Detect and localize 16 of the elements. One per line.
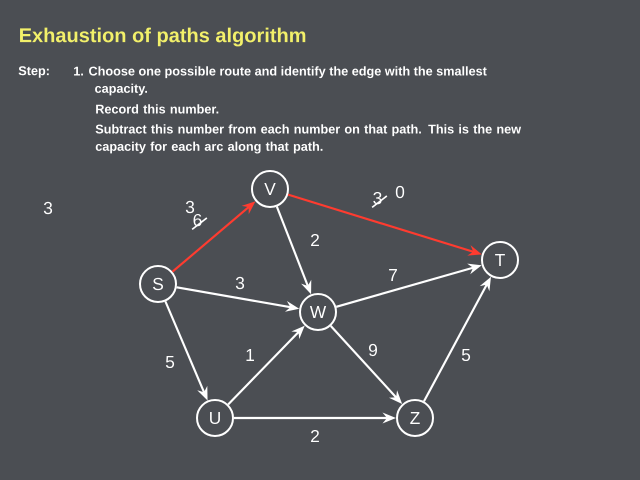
edge-label: 3 xyxy=(234,276,246,290)
number-label: 3 xyxy=(44,202,52,214)
edge-label: 2 xyxy=(308,232,322,248)
instruction-text: 1. Choose one possible route and identify the edge with the smallest capacity. xyxy=(74,66,487,96)
step-label: Step: xyxy=(18,66,49,78)
edge-label: 7 xyxy=(386,268,400,282)
edge-label: 2 xyxy=(308,428,322,444)
edge-label: 9 xyxy=(366,342,380,358)
edge-label: 0 xyxy=(394,184,406,200)
edge-label: 3 xyxy=(184,200,196,214)
edge-label: 5 xyxy=(460,348,472,362)
edge-label: 1 xyxy=(244,348,256,362)
instruction-text: Subtract this number from each number on that path. This is the new capacity for each arc along that path. xyxy=(96,124,522,154)
instruction-text: Record this number. xyxy=(96,104,218,114)
edge-label: 5 xyxy=(164,354,176,370)
title: Exhaustion of paths algorithm xyxy=(20,28,306,46)
